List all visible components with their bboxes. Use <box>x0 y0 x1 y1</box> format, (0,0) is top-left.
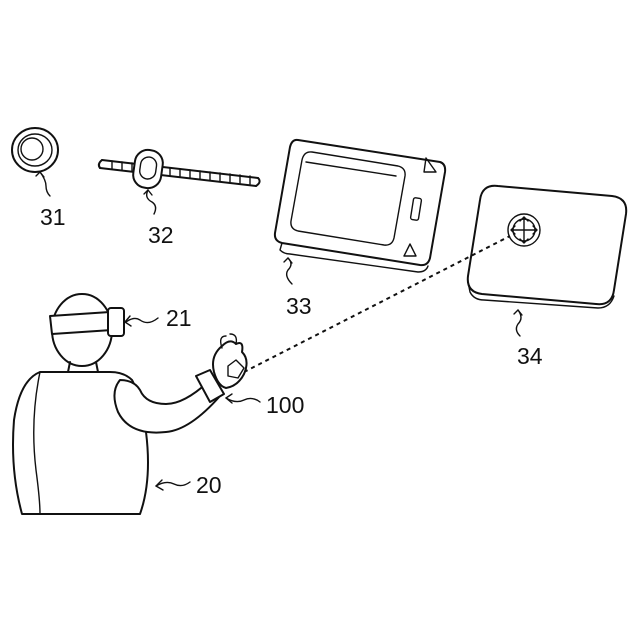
leader-20 <box>156 482 190 486</box>
wand-device <box>99 148 260 190</box>
leader-33-arrow <box>284 258 292 263</box>
label-34: 34 <box>517 343 543 369</box>
label-32: 32 <box>148 222 174 248</box>
leader-20-arrow <box>156 480 163 490</box>
pad-device <box>468 186 626 308</box>
label-21: 21 <box>166 305 192 331</box>
leader-100-arrow <box>226 394 232 403</box>
label-100: 100 <box>266 392 304 418</box>
leader-32-arrow <box>144 190 152 195</box>
label-20: 20 <box>196 472 222 498</box>
label-31: 31 <box>40 204 66 230</box>
leader-34-arrow <box>514 310 522 315</box>
leader-21 <box>126 318 158 323</box>
phone-device <box>275 140 445 272</box>
label-33: 33 <box>286 293 312 319</box>
ring-device <box>12 128 58 172</box>
leader-31 <box>40 172 50 196</box>
